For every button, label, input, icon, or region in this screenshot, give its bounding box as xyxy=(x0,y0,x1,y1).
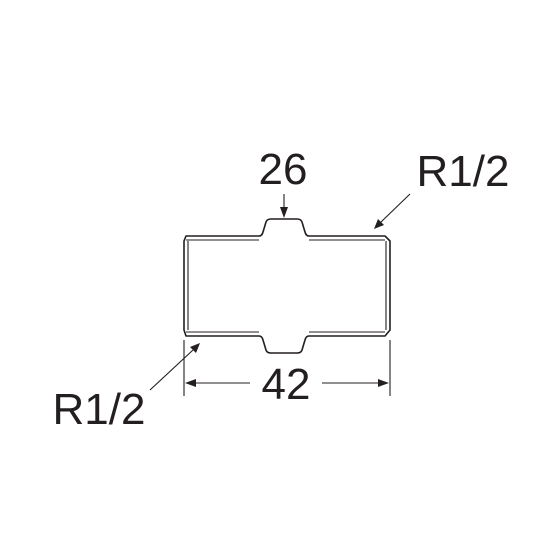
left-thread-callout: R1/2 xyxy=(53,343,200,434)
length-arrowhead-right xyxy=(378,379,389,387)
left-thread-leader xyxy=(149,349,194,391)
fitting-body xyxy=(183,218,391,354)
overall-length-label: 42 xyxy=(262,360,311,409)
right-thread-callout: R1/2 xyxy=(374,147,509,229)
left-thread-label: R1/2 xyxy=(53,385,146,434)
overall-length-dimension: 42 xyxy=(183,340,391,409)
left-thread-arrowhead xyxy=(190,343,200,353)
right-thread-arrowhead xyxy=(374,219,384,229)
right-thread-label: R1/2 xyxy=(417,147,510,196)
fitting-outline xyxy=(183,218,391,354)
right-thread-leader xyxy=(380,193,411,223)
length-arrowhead-left xyxy=(185,379,196,387)
hex-width-label: 26 xyxy=(259,145,308,194)
hex-width-arrowhead xyxy=(280,207,288,218)
hex-width-dimension: 26 xyxy=(259,145,308,218)
